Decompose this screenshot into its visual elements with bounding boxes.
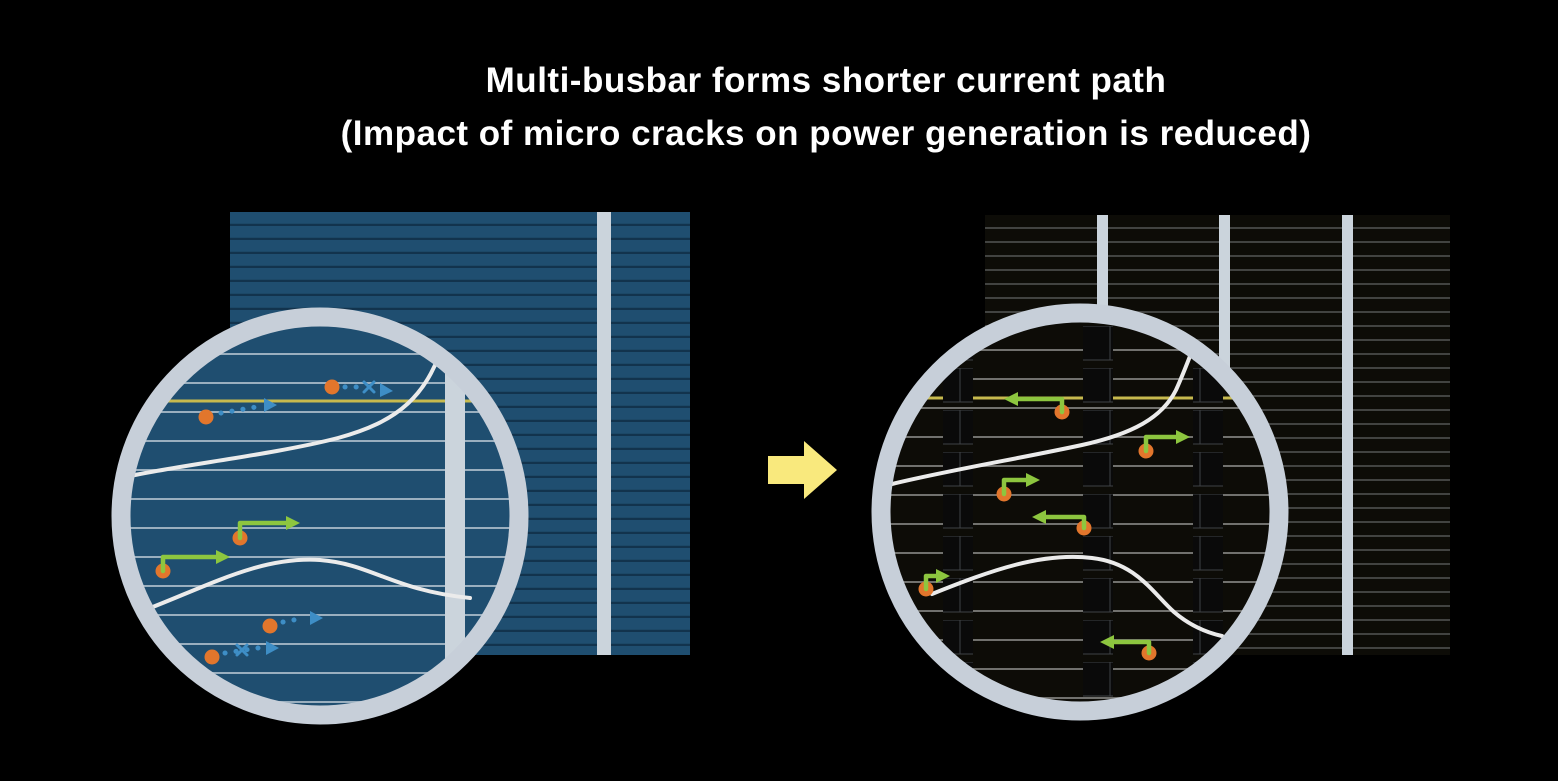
green-trail bbox=[1143, 434, 1179, 454]
green-current-path-r1 bbox=[1004, 392, 1070, 420]
blue-arrowhead-icon bbox=[380, 383, 393, 397]
green-arrowhead-icon bbox=[1026, 473, 1040, 487]
blue-arrowhead-icon bbox=[266, 641, 279, 655]
right-magnifier-ring bbox=[871, 303, 1289, 721]
right-zoom-busbar-1 bbox=[943, 322, 973, 702]
green-current-path-r3 bbox=[996, 473, 1040, 502]
blue-current-path-2 bbox=[324, 379, 393, 397]
blocked-x-icon bbox=[235, 643, 249, 657]
blue-dotted-trail bbox=[280, 615, 307, 625]
blue-current-path-1 bbox=[198, 398, 277, 425]
green-arrowhead-icon bbox=[1004, 392, 1018, 406]
blue-current-path-3 bbox=[262, 611, 323, 634]
left-magnifier bbox=[111, 307, 529, 725]
left-crack-line-lower bbox=[130, 557, 472, 617]
green-arrowhead-icon bbox=[1176, 430, 1190, 444]
title-line-1: Multi-busbar forms shorter current path bbox=[485, 61, 1167, 100]
green-trail bbox=[237, 520, 289, 541]
left-magnifier-content bbox=[130, 326, 510, 706]
green-trail bbox=[1015, 396, 1065, 415]
left-crack-line-upper bbox=[130, 328, 449, 478]
transition-arrow-icon bbox=[768, 441, 837, 499]
green-arrowhead-icon bbox=[936, 569, 950, 583]
blue-arrowhead-icon bbox=[264, 398, 277, 412]
right-magnifier-content bbox=[890, 322, 1270, 702]
left-magnifier-ring bbox=[111, 307, 529, 725]
green-current-path-1 bbox=[232, 516, 300, 546]
electron-dot bbox=[204, 649, 220, 665]
blue-arrowhead-icon bbox=[310, 611, 323, 625]
right-crack-line-upper bbox=[890, 334, 1200, 486]
electron-dot bbox=[324, 379, 340, 395]
green-trail bbox=[923, 573, 939, 592]
title-line-2: (Impact of micro cracks on power generat… bbox=[340, 113, 1312, 153]
right-zoom-busbar-2 bbox=[1083, 322, 1113, 702]
left-cell-busbar bbox=[597, 212, 611, 655]
diagram-title: Multi-busbar forms shorter current path … bbox=[0, 55, 1558, 160]
green-arrowhead-icon bbox=[286, 516, 300, 530]
right-magnifier bbox=[871, 303, 1289, 721]
electron-dot bbox=[198, 409, 214, 425]
green-current-path-r5 bbox=[918, 569, 950, 597]
green-current-path-2 bbox=[155, 550, 230, 579]
green-arrowhead-icon bbox=[1100, 635, 1114, 649]
blue-current-path-4 bbox=[204, 641, 279, 665]
right-crack-line-lower bbox=[930, 554, 1224, 638]
blocked-x-icon bbox=[362, 380, 376, 394]
green-trail bbox=[1111, 639, 1152, 656]
green-trail bbox=[160, 554, 219, 574]
left-zoom-busbar bbox=[445, 326, 465, 706]
electron-dot bbox=[262, 618, 278, 634]
right-zoom-busbar-3 bbox=[1193, 322, 1223, 702]
green-current-path-r6 bbox=[1100, 635, 1157, 661]
green-trail bbox=[1043, 514, 1087, 531]
green-arrowhead-icon bbox=[1032, 510, 1046, 524]
green-current-path-r2 bbox=[1138, 430, 1190, 459]
right-cell-busbar-3 bbox=[1342, 215, 1353, 655]
green-arrowhead-icon bbox=[216, 550, 230, 564]
green-current-path-r4 bbox=[1032, 510, 1092, 536]
green-trail bbox=[1001, 477, 1029, 497]
